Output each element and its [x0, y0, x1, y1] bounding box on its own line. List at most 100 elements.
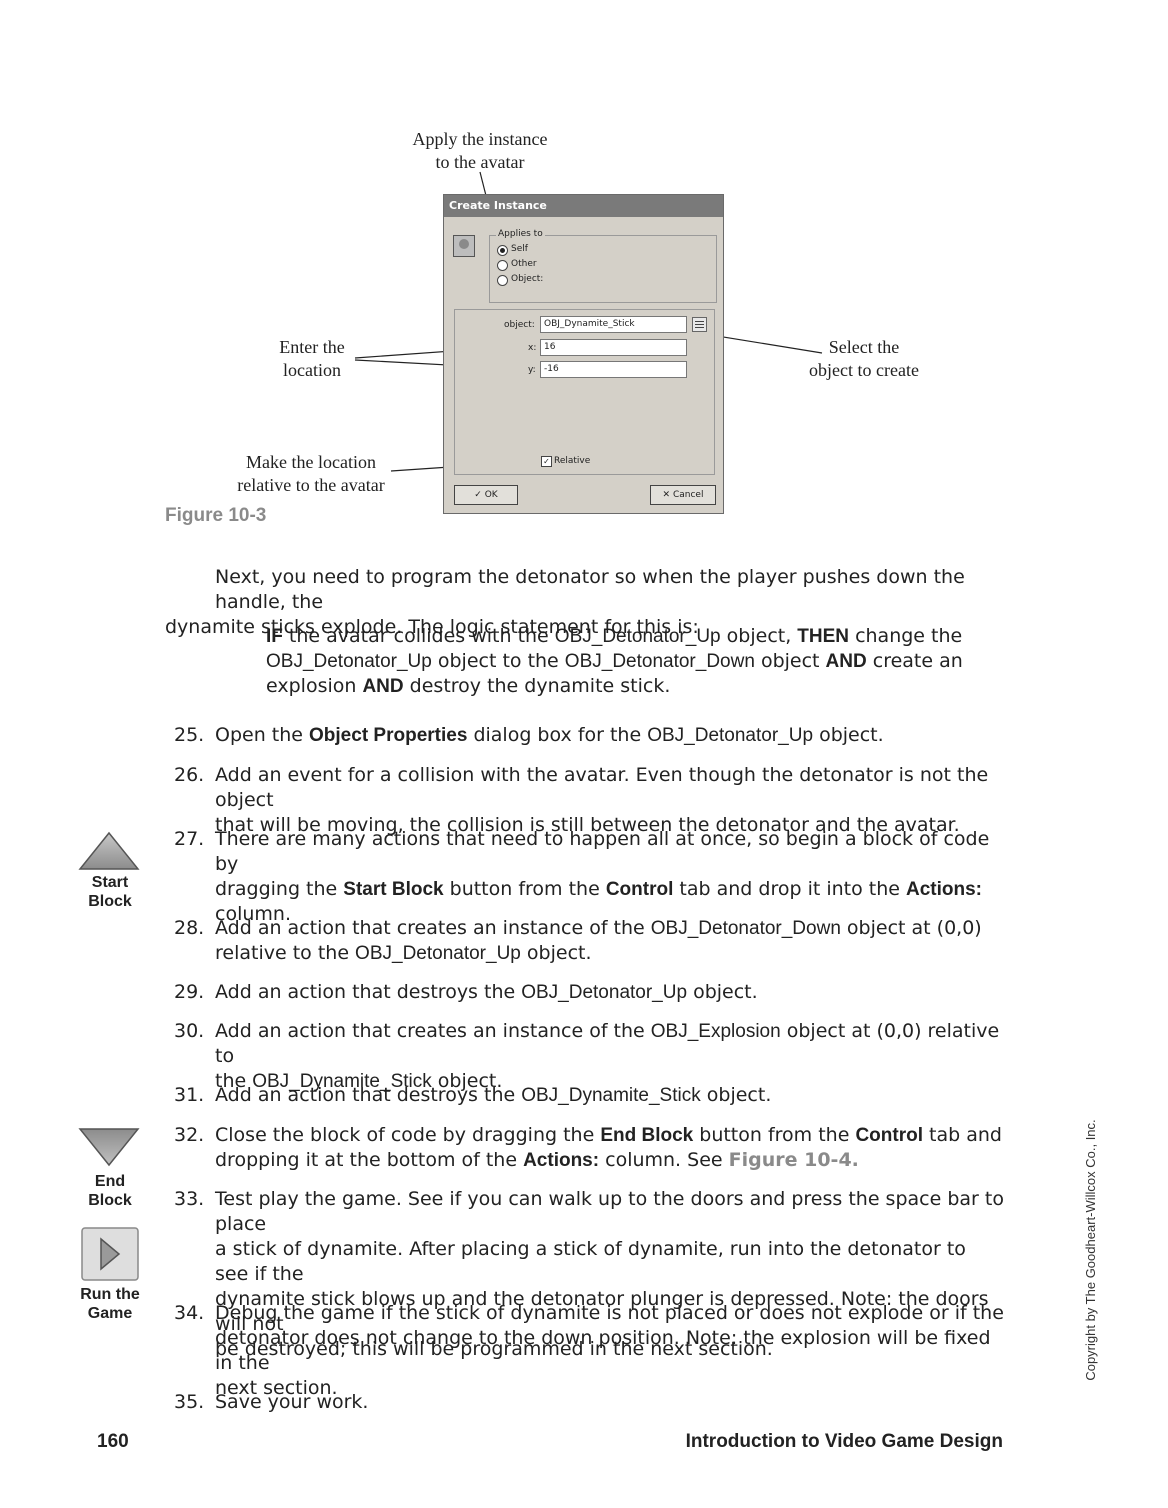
applies-to-group: [489, 235, 717, 303]
logic-t2: object,: [720, 625, 798, 647]
s25-a: Open the: [215, 724, 310, 746]
start-block-label: Start Block: [70, 873, 150, 911]
logic-then: THEN: [797, 626, 850, 647]
y-label: y:: [528, 365, 536, 375]
lightbulb-icon: [453, 235, 475, 257]
figure-10-4-link[interactable]: Figure 10-4.: [728, 1149, 859, 1171]
s27-c: button from the: [443, 878, 606, 900]
s33-l3: dynamite stick blows up and the detonato…: [215, 1288, 989, 1335]
step-29-text: Add an action that destroys the OBJ_Deto…: [215, 980, 1005, 1005]
s28-b: OBJ_Detonator_Down: [650, 918, 841, 939]
s34-l2: detonator does not change to the down po…: [215, 1327, 991, 1374]
checkmark-icon: ✓: [474, 490, 485, 500]
s30-e: OBJ_Dynamite_Stick: [252, 1071, 432, 1092]
s34-l3: next section.: [215, 1377, 338, 1399]
ok-label: OK: [484, 490, 498, 500]
end-block-icon: [78, 1128, 140, 1167]
s25-b: Object Properties: [309, 725, 468, 746]
s25-c: dialog box for the: [467, 724, 648, 746]
s27-l3: column.: [215, 903, 291, 925]
callout-relative-line1: Make the location: [246, 452, 376, 472]
s32-h: column. See: [599, 1149, 729, 1171]
step-33-text: Test play the game. See if you can walk …: [215, 1187, 1005, 1362]
radio-self[interactable]: [497, 245, 508, 256]
callout-apply-line2: to the avatar: [435, 152, 525, 172]
callout-relative-line2: relative to the avatar: [237, 475, 385, 495]
callout-select: Select the object to create: [790, 336, 938, 382]
s27-l1: There are many actions that need to happ…: [215, 828, 990, 875]
object-field[interactable]: OBJ_Dynamite_Stick: [540, 316, 687, 333]
end-block-label: End Block: [70, 1172, 150, 1210]
run-game-label: Run the Game: [70, 1285, 150, 1323]
s25-d: OBJ_Detonator_Up: [647, 725, 814, 746]
s28-f: object.: [520, 942, 592, 964]
s30-c: object at (0,0) relative to: [215, 1020, 1000, 1067]
step-29-number: 29.: [174, 981, 205, 1003]
s26-l1: Add an event for a collision with the av…: [215, 764, 989, 811]
radio-other-label: Other: [511, 259, 537, 269]
figure-caption: Figure 10-3: [165, 505, 267, 526]
step-30-text: Add an action that creates an instance o…: [215, 1019, 1005, 1094]
callout-enter-line2: location: [283, 360, 341, 380]
object-menu-icon[interactable]: [692, 317, 707, 332]
s32-a: Close the block of code by dragging the: [215, 1124, 601, 1146]
logic-t8: destroy the dynamite stick.: [403, 675, 671, 697]
step-30-number: 30.: [174, 1020, 205, 1042]
logic-and1: AND: [825, 651, 867, 672]
step-35-text: Save your work.: [215, 1391, 369, 1413]
y-field[interactable]: -16: [540, 361, 687, 378]
radio-other[interactable]: [497, 260, 508, 271]
s27-b: Start Block: [343, 879, 444, 900]
radio-object[interactable]: [497, 275, 508, 286]
s33-l2: a stick of dynamite. After placing a sti…: [215, 1238, 966, 1285]
step-28-number: 28.: [174, 917, 205, 939]
applies-to-label: Applies to: [496, 229, 545, 239]
book-title: Introduction to Video Game Design: [685, 1431, 1003, 1452]
s31-b: OBJ_Dynamite_Stick: [521, 1085, 701, 1106]
s29-c: object.: [687, 981, 758, 1003]
create-instance-dialog: Create Instance Applies to Self Other Ob…: [443, 194, 724, 514]
s30-f: object.: [431, 1070, 503, 1092]
cancel-button[interactable]: ✕ Cancel: [650, 485, 716, 505]
x-field[interactable]: 16: [540, 339, 687, 356]
s30-b: OBJ_Explosion: [650, 1021, 781, 1042]
logic-obj-up: OBJ_Detonator_Up: [554, 626, 721, 647]
logic-t1: the avatar collides with the: [282, 625, 555, 647]
s32-d: Control: [855, 1125, 923, 1146]
s30-d: the: [215, 1070, 253, 1092]
logic-if: IF: [266, 626, 283, 647]
step-27-number: 27.: [174, 828, 205, 850]
page-number: 160: [97, 1431, 129, 1452]
step-27-text: There are many actions that need to happ…: [215, 827, 1005, 927]
s25-e: object.: [813, 724, 884, 746]
s33-l4: be destroyed; this will be programmed in…: [215, 1338, 773, 1360]
step-34-number: 34.: [174, 1302, 205, 1324]
run-game-label-2: Game: [87, 1305, 133, 1322]
start-block-label-1: Start: [91, 874, 129, 891]
step-35-number: 35.: [174, 1391, 205, 1413]
callout-apply-line1: Apply the instance: [412, 129, 548, 149]
step-34-text: Debug the game if the stick of dynamite …: [215, 1301, 1005, 1401]
step-32-number: 32.: [174, 1124, 205, 1146]
s28-a: Add an action that creates an instance o…: [215, 917, 651, 939]
ok-button[interactable]: ✓ OK: [454, 485, 518, 505]
step-31-text: Add an action that destroys the OBJ_Dyna…: [215, 1083, 1005, 1108]
run-game-icon: [81, 1227, 139, 1281]
s27-e: tab and drop it into the: [673, 878, 906, 900]
s34-l1: Debug the game if the stick of dynamite …: [215, 1302, 1004, 1324]
end-block-label-2: Block: [88, 1192, 132, 1209]
s32-e: tab and: [923, 1124, 1002, 1146]
s28-d: relative to the: [215, 942, 356, 964]
logic-t6: create an: [866, 650, 963, 672]
logic-t4: object to the: [431, 650, 565, 672]
callout-enter: Enter the location: [252, 336, 372, 382]
run-game-label-1: Run the: [80, 1286, 140, 1303]
radio-self-label: Self: [511, 244, 528, 254]
step-28-text: Add an action that creates an instance o…: [215, 916, 1005, 966]
relative-checkbox[interactable]: ✓: [541, 456, 552, 467]
start-block-label-2: Block: [88, 893, 132, 910]
s32-f: dropping it at the bottom of the: [215, 1149, 524, 1171]
object-label: object:: [504, 320, 535, 330]
s31-a: Add an action that destroys the: [215, 1084, 522, 1106]
intro-line2: dynamite sticks explode. The logic state…: [165, 616, 699, 638]
